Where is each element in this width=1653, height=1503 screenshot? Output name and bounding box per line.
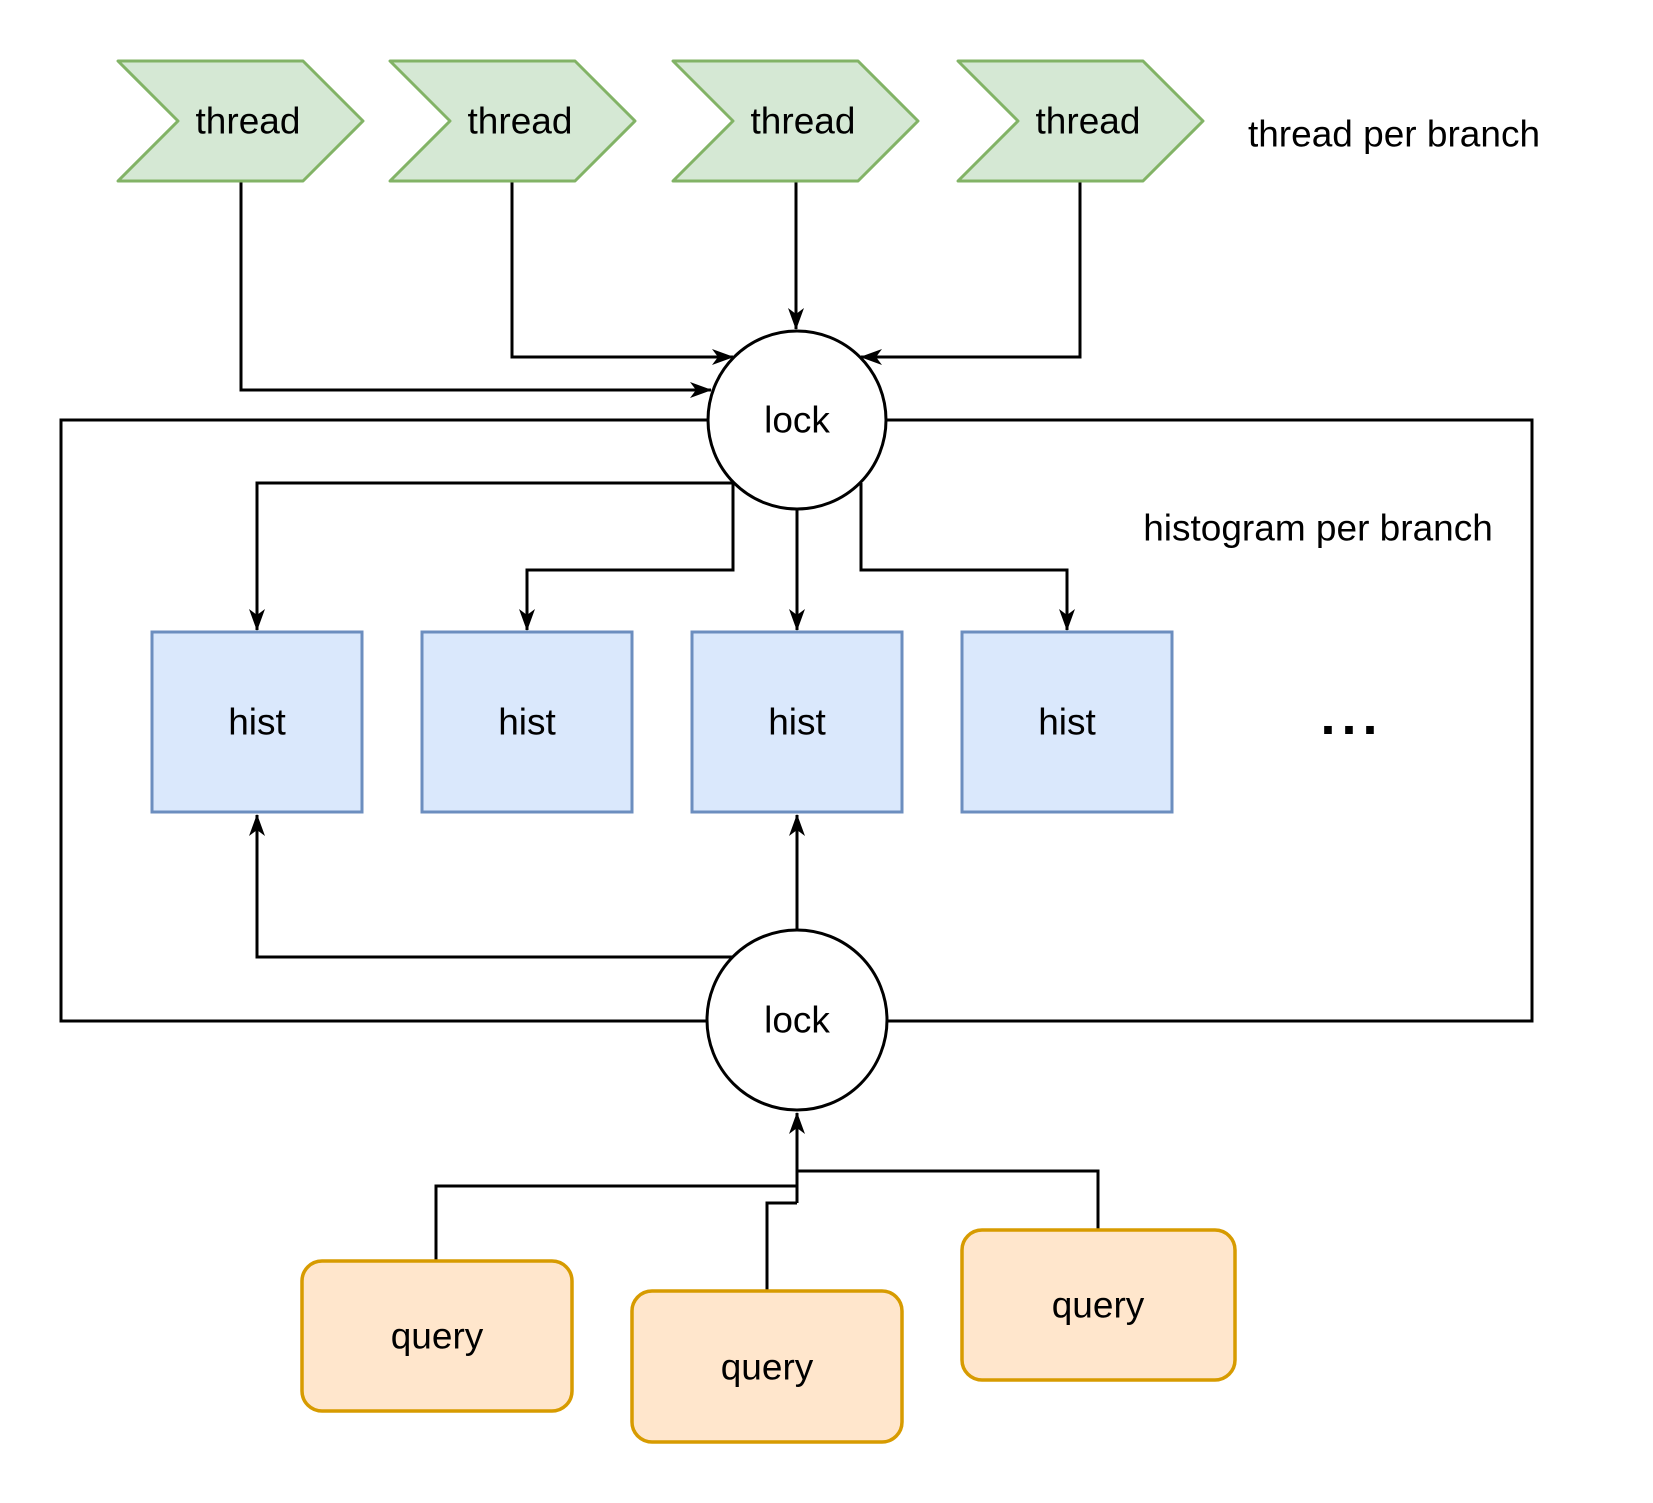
thread-label-2: thread [468, 101, 573, 142]
hist-label-1: hist [228, 702, 286, 743]
thread-label-3: thread [751, 101, 856, 142]
thread-label-1: thread [196, 101, 301, 142]
hist-node-4 [960, 630, 1174, 814]
thread-label-4: thread [1036, 101, 1141, 142]
lock-bottom-label: lock [764, 1000, 830, 1041]
hist-node-1 [150, 630, 364, 814]
histogram-per-branch-label: histogram per branch [1143, 508, 1493, 549]
hist-node-2 [420, 630, 634, 814]
edge-bottomlock-to-hist1 [249, 814, 733, 959]
edge-thread2-to-lock [510, 181, 734, 365]
query-node-3 [960, 1228, 1237, 1382]
query-node-2 [630, 1289, 904, 1444]
ellipsis-label: ... [1320, 686, 1383, 746]
query-node-1 [300, 1259, 574, 1413]
edge-lock-to-hist4 [859, 483, 1075, 631]
edge-thread4-to-lock [860, 181, 1082, 365]
thread-node-4 [956, 59, 1205, 183]
hist-label-4: hist [1038, 702, 1096, 743]
thread-node-2 [388, 59, 637, 183]
query-label-2: query [721, 1347, 814, 1388]
hist-label-2: hist [498, 702, 556, 743]
edge-query3-junction [797, 1169, 1100, 1230]
lock-top-label: lock [764, 400, 830, 441]
thread-node-3 [671, 59, 920, 183]
lock-top-circle [706, 329, 888, 511]
edge-lock-to-hist1 [249, 481, 733, 631]
hist-label-3: hist [768, 702, 826, 743]
thread-per-branch-label: thread per branch [1248, 114, 1540, 155]
thread-node-1 [116, 59, 365, 183]
query-label-1: query [391, 1316, 484, 1357]
edge-query1-junction [434, 1184, 797, 1261]
edge-lock-to-hist2 [519, 483, 735, 631]
query-label-3: query [1052, 1285, 1145, 1326]
edge-query2-junction [765, 1201, 797, 1291]
edge-thread1-to-lock [239, 181, 712, 398]
hist-node-3 [690, 630, 904, 814]
